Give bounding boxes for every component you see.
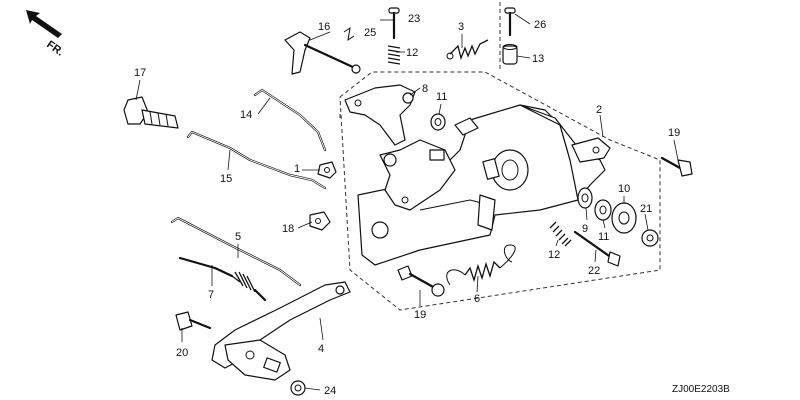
- callout-9: 9: [582, 223, 588, 235]
- nut-21: [641, 229, 659, 247]
- callout-23: 23: [408, 13, 420, 25]
- direction-label: FR.: [44, 39, 65, 59]
- spring-6: [446, 244, 516, 286]
- callout-1: 1: [294, 163, 300, 175]
- nut-24: [290, 380, 306, 396]
- control-knob: [123, 96, 179, 129]
- rod-clip-18: [309, 211, 331, 231]
- callout-17: 17: [134, 67, 146, 79]
- rod-14: [253, 88, 327, 152]
- drawing-code: ZJ00E2203B: [672, 384, 730, 395]
- control-arm-plate: [379, 139, 456, 211]
- callout-5: 5: [235, 231, 241, 243]
- callout-labels: 1 2 3 4 5 6 7 8 9 10 11 11 12 12 13 14 1…: [134, 13, 680, 397]
- choke-lever: [284, 31, 361, 75]
- callout-10: 10: [618, 183, 630, 195]
- screw-26: [504, 7, 516, 37]
- callout-18: 18: [282, 223, 294, 235]
- callout-8: 8: [422, 83, 428, 95]
- leader-lines: [135, 13, 679, 391]
- callout-3: 3: [458, 21, 464, 33]
- washer-11-right: [594, 199, 612, 221]
- callout-14: 14: [240, 109, 252, 121]
- spring-12-lower: [549, 221, 572, 247]
- bolt-20: [175, 311, 212, 331]
- callout-12-lower: 12: [548, 249, 560, 261]
- lever-bracket: [344, 84, 416, 146]
- callout-22: 22: [588, 265, 600, 277]
- callout-19-right: 19: [668, 127, 680, 139]
- front-direction-arrow-icon: [26, 10, 62, 38]
- clip-pin: [343, 26, 355, 42]
- rod-7-spring: [178, 256, 267, 302]
- spring-12-top: [387, 45, 401, 65]
- callout-4: 4: [318, 343, 324, 355]
- bolt-19-right: [660, 156, 693, 177]
- callout-7: 7: [208, 289, 214, 301]
- callout-13: 13: [532, 53, 544, 65]
- callout-11-right: 11: [598, 231, 609, 243]
- collar-13: [502, 44, 518, 65]
- pulley-10: [611, 202, 637, 234]
- return-spring-3: [446, 39, 489, 61]
- callout-11-top: 11: [436, 91, 447, 103]
- rod-5: [170, 216, 302, 287]
- control-base-plate: [357, 104, 611, 266]
- callout-26: 26: [534, 19, 546, 31]
- governor-arm: [211, 281, 351, 381]
- callout-24: 24: [324, 385, 336, 397]
- rod-clip-1: [317, 161, 337, 179]
- callout-12-top: 12: [406, 47, 418, 59]
- callout-2: 2: [596, 104, 602, 116]
- bolt-22: [573, 230, 621, 267]
- callout-19-lower: 19: [414, 309, 426, 321]
- rod-15: [186, 130, 327, 190]
- callout-16: 16: [318, 21, 330, 33]
- callout-25: 25: [364, 27, 376, 39]
- assembly-outline: [339, 2, 661, 311]
- callout-20: 20: [176, 347, 188, 359]
- washer-11-top: [430, 113, 446, 131]
- callout-15: 15: [220, 173, 232, 185]
- washer-9: [577, 187, 593, 209]
- screw-23: [388, 7, 400, 40]
- callout-6: 6: [474, 293, 480, 305]
- bolt-19-lower: [397, 265, 445, 297]
- callout-21: 21: [640, 203, 652, 215]
